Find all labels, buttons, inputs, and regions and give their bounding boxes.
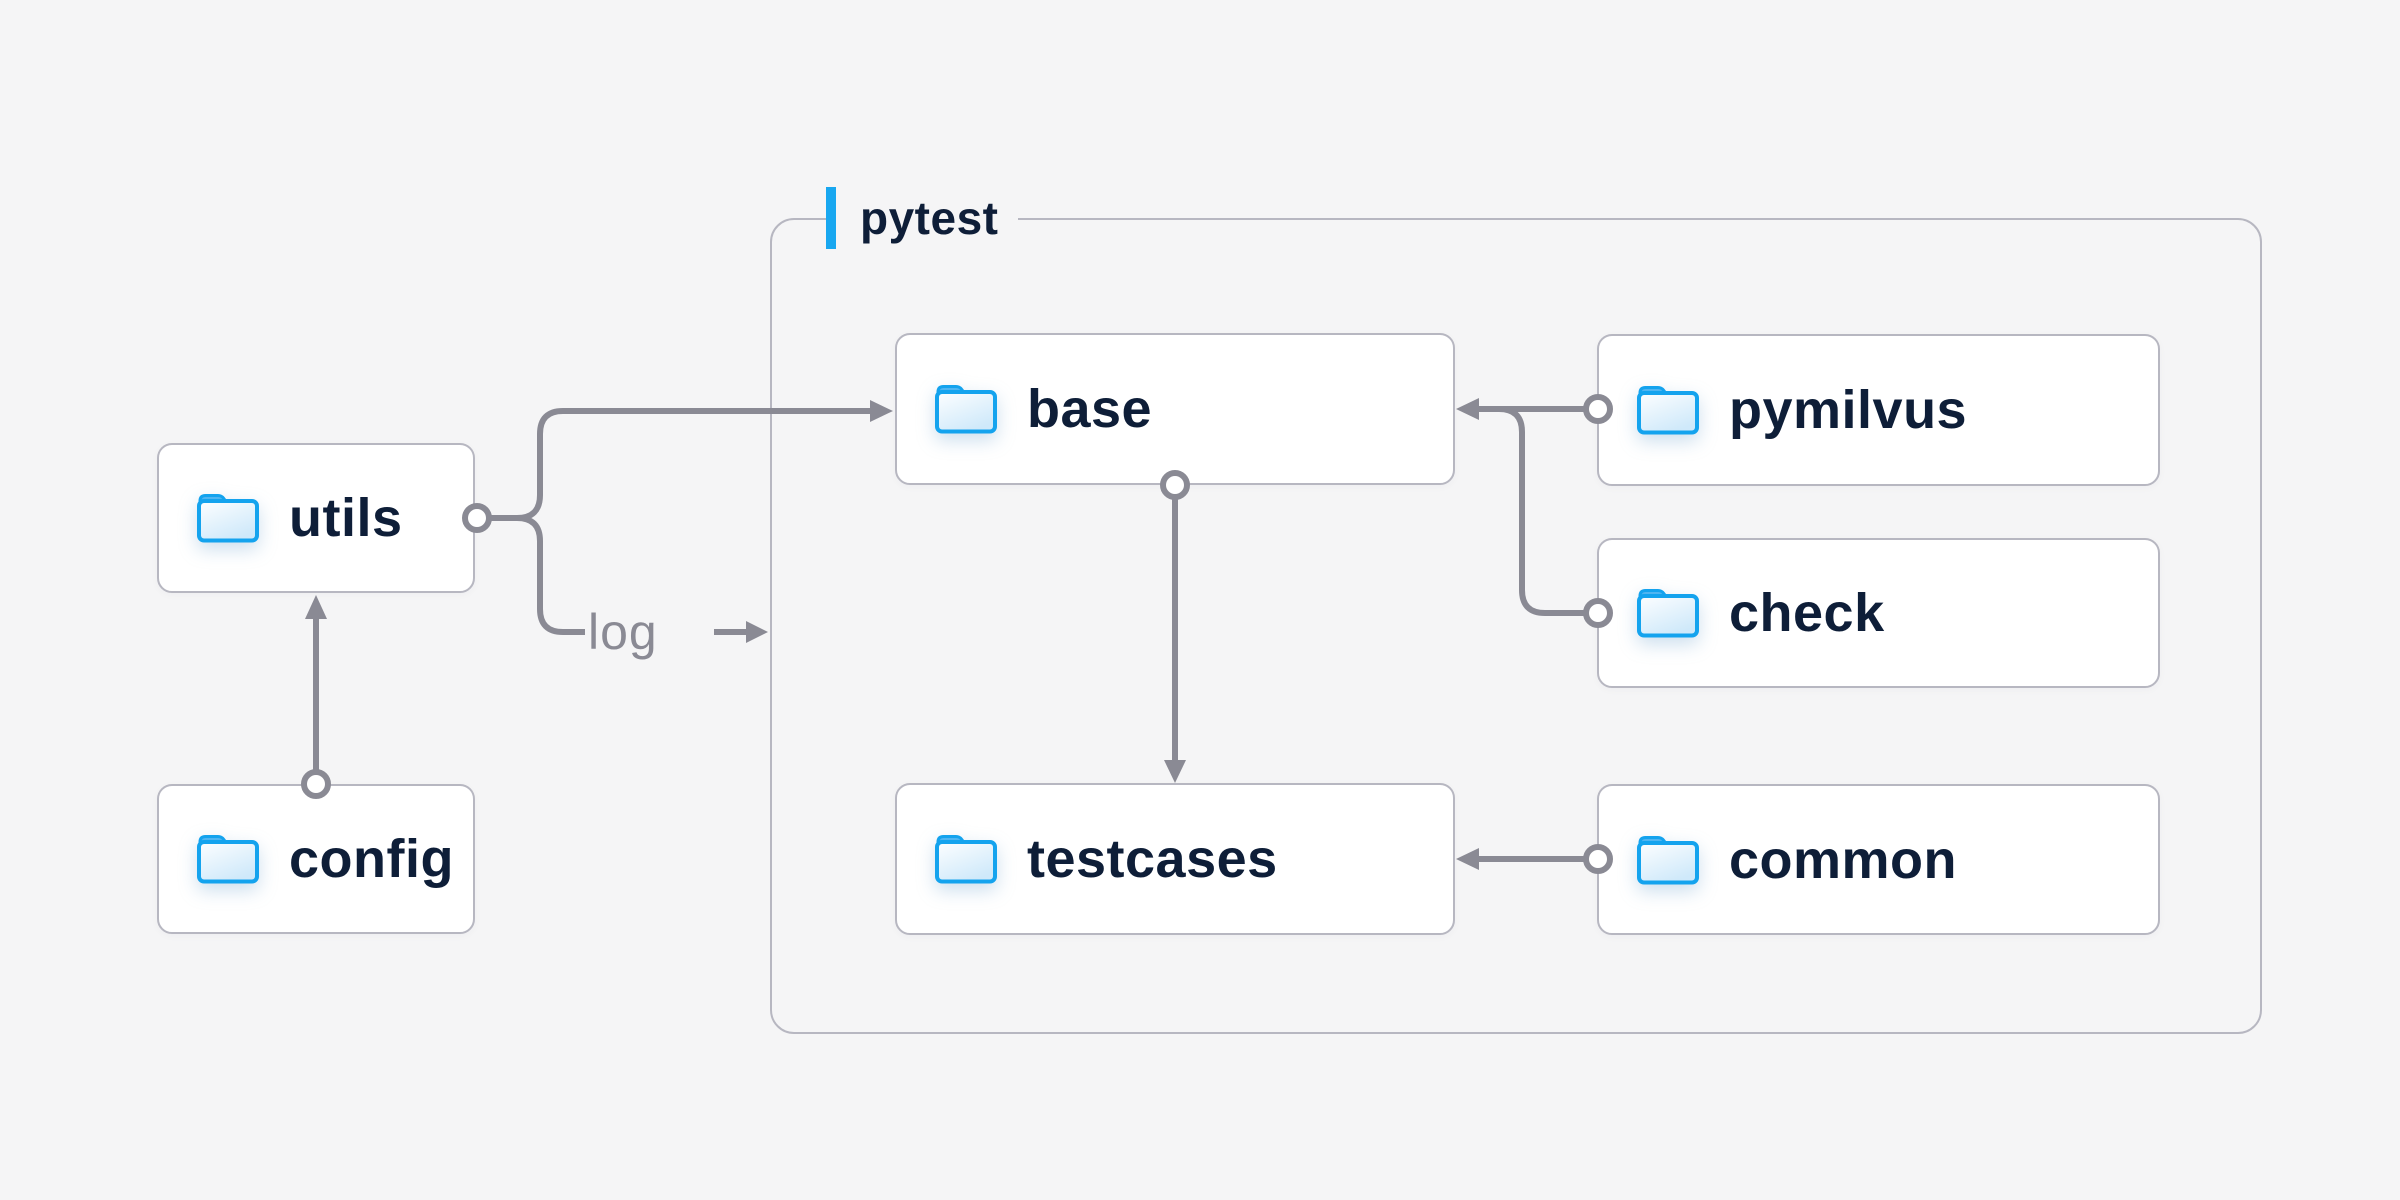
node-label: config <box>289 829 454 889</box>
accent-bar <box>826 187 836 249</box>
node-pymilvus[interactable]: pymilvus <box>1597 334 2160 486</box>
node-label: testcases <box>1027 829 1278 889</box>
node-label: common <box>1729 829 1958 890</box>
edge-label-log: log <box>588 604 658 660</box>
folder-icon <box>933 383 999 435</box>
node-config[interactable]: config <box>157 784 475 934</box>
node-base[interactable]: base <box>895 333 1455 485</box>
folder-icon <box>195 833 261 885</box>
node-testcases[interactable]: testcases <box>895 783 1455 935</box>
node-label: check <box>1729 583 1885 643</box>
folder-icon <box>195 492 261 544</box>
node-check[interactable]: check <box>1597 538 2160 688</box>
folder-icon <box>1635 834 1701 886</box>
node-label: base <box>1027 379 1153 439</box>
folder-icon <box>1635 587 1701 639</box>
pytest-container <box>770 218 2262 1034</box>
node-utils[interactable]: utils <box>157 443 475 593</box>
node-label: pymilvus <box>1729 380 1968 440</box>
folder-icon <box>1635 384 1701 436</box>
container-title: pytest <box>860 192 999 244</box>
edge-config-utils <box>301 595 331 799</box>
node-common[interactable]: common <box>1597 784 2160 935</box>
pytest-container-label: pytest <box>826 187 1019 249</box>
node-label: utils <box>289 488 403 548</box>
folder-icon <box>933 833 999 885</box>
